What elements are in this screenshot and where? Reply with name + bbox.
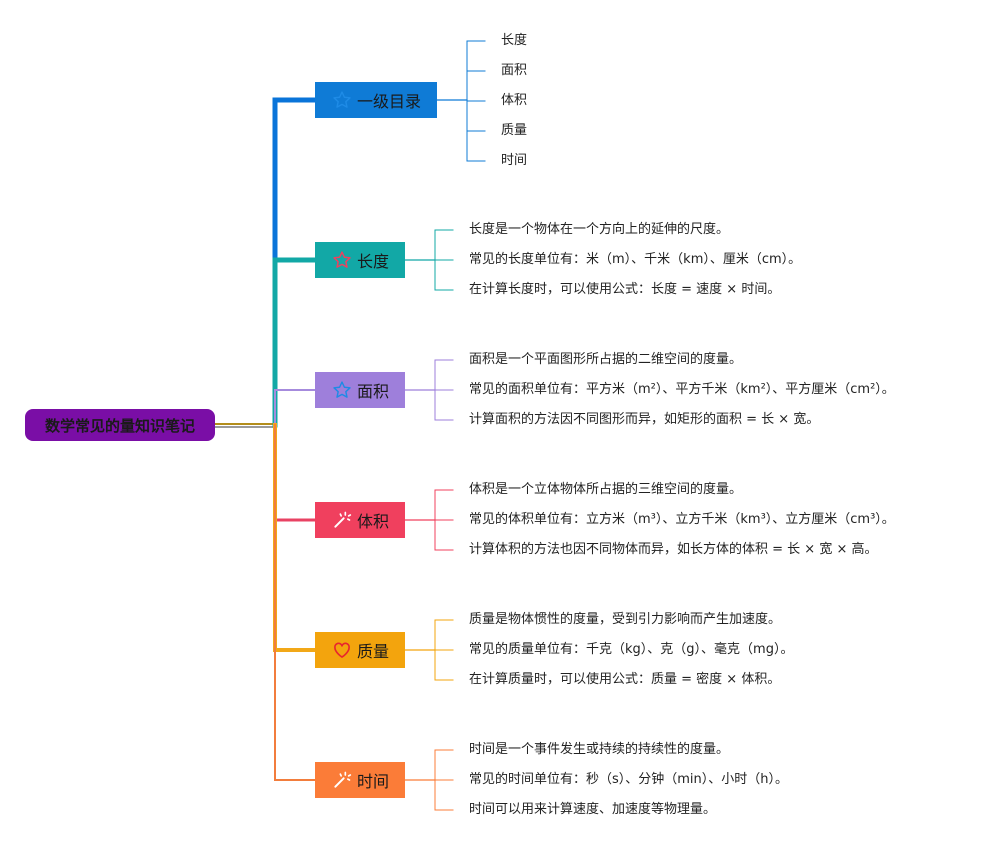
note-line: 质量是物体惯性的度量，受到引力影响而产生加速度。 <box>469 612 782 627</box>
branch-label: 长度 <box>356 252 389 271</box>
toc-item[interactable]: 面积 <box>501 63 528 78</box>
note-line: 时间可以用来计算速度、加速度等物理量。 <box>469 802 717 817</box>
toc-item[interactable]: 时间 <box>501 153 528 168</box>
branch-length[interactable]: 长度 <box>315 242 405 278</box>
star-outline-icon <box>331 249 353 271</box>
star-outline-icon <box>331 89 353 111</box>
note-line: 常见的时间单位有：秒（s）、分钟（min）、小时（h）。 <box>469 772 789 787</box>
branch-volume[interactable]: 体积 <box>315 502 405 538</box>
note-line: 常见的面积单位有：平方米（m²）、平方千米（km²）、平方厘米（cm²）。 <box>469 382 895 397</box>
branch-label: 时间 <box>356 772 389 791</box>
note-line: 时间是一个事件发生或持续的持续性的度量。 <box>469 742 730 757</box>
root-topic-label: 数学常见的量知识笔记 <box>44 416 195 435</box>
note-line: 在计算长度时，可以使用公式：长度 = 速度 × 时间。 <box>469 282 781 297</box>
branch-toc[interactable]: 一级目录 <box>315 82 437 118</box>
star-outline-icon <box>331 379 353 401</box>
branch-label: 体积 <box>356 512 389 531</box>
note-line: 常见的质量单位有：千克（kg）、克（g）、毫克（mg）。 <box>469 642 794 657</box>
branch-label: 面积 <box>356 382 389 401</box>
branch-label: 一级目录 <box>356 92 421 111</box>
toc-item[interactable]: 长度 <box>501 33 528 48</box>
note-line: 常见的长度单位有：米（m）、千米（km）、厘米（cm）。 <box>469 252 802 267</box>
branch-mass[interactable]: 质量 <box>315 632 405 668</box>
heart-outline-icon <box>331 639 353 661</box>
branch-area[interactable]: 面积 <box>315 372 405 408</box>
branch-label: 质量 <box>356 642 389 661</box>
note-line: 面积是一个平面图形所占据的二维空间的度量。 <box>469 352 743 367</box>
toc-item[interactable]: 体积 <box>501 93 528 108</box>
note-line: 计算体积的方法也因不同物体而异，如长方体的体积 = 长 × 宽 × 高。 <box>469 542 878 557</box>
note-line: 体积是一个立体物体所占据的三维空间的度量。 <box>469 482 743 497</box>
note-line: 在计算质量时，可以使用公式：质量 = 密度 × 体积。 <box>469 672 781 687</box>
branch-time[interactable]: 时间 <box>315 762 405 798</box>
note-line: 计算面积的方法因不同图形而异，如矩形的面积 = 长 × 宽。 <box>469 412 820 427</box>
magic-wand-icon <box>331 769 353 791</box>
root-topic[interactable]: 数学常见的量知识笔记 <box>25 409 215 441</box>
note-line: 常见的体积单位有：立方米（m³）、立方千米（km³）、立方厘米（cm³）。 <box>469 512 895 527</box>
note-line: 长度是一个物体在一个方向上的延伸的尺度。 <box>469 222 730 237</box>
magic-wand-icon <box>331 509 353 531</box>
toc-item[interactable]: 质量 <box>501 123 528 138</box>
